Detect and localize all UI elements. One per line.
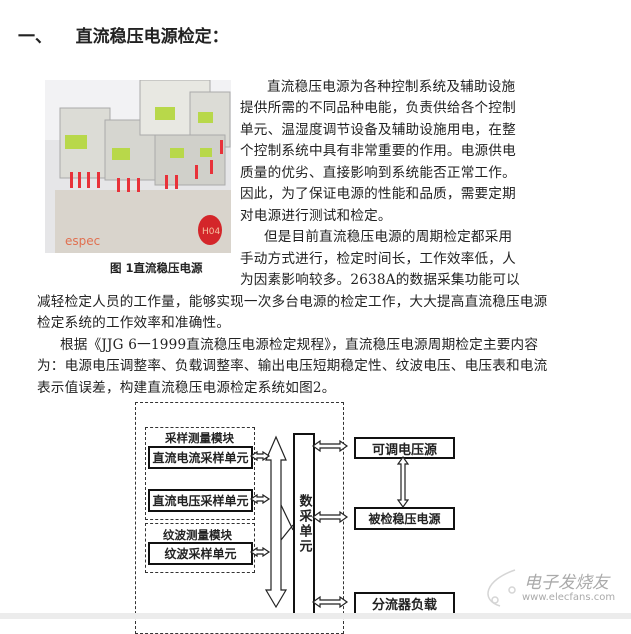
- paragraph-1-line: 提供所需的不同品种电能，负责供给各个控制: [240, 100, 516, 116]
- ripple-module-boundary: [145, 523, 255, 573]
- diagram-arrows: [249, 435, 516, 609]
- ripple-sampling-unit: 纹波采样单元: [148, 542, 253, 565]
- paragraph-3-line: 为：电源电压调整率、负载调整率、输出电压短期稳定性、纹波电压、电压表和电流: [37, 358, 548, 374]
- double-arrow: [396, 455, 410, 509]
- paragraph-2-line: 但是目前直流稳压电源的周期检定都采用: [264, 229, 513, 245]
- double-arrow: [249, 546, 271, 558]
- sampling-module-boundary: [145, 427, 255, 520]
- ripple-module-label: 纹波测量模块: [163, 528, 232, 542]
- paragraph-2-line: 手动方式进行，检定时间长，工作效率低，人: [240, 251, 516, 267]
- sampling-module-label: 采样测量模块: [165, 431, 234, 445]
- dc-voltage-sampling-unit: 直流电压采样单元: [148, 489, 253, 512]
- bus-arrow: [264, 435, 288, 609]
- double-arrow: [249, 450, 271, 462]
- paragraph-1-line: 个控制系统中具有非常重要的作用。电源供电: [240, 143, 516, 159]
- paragraph-2-line: 检定系统的工作效率和准确性。: [37, 315, 231, 331]
- double-arrow: [311, 510, 349, 524]
- paragraph-1-line: 因此，为了保证电源的性能和品质，需要定期: [240, 186, 516, 202]
- paragraph-1-line: 对电源进行测试和检定。: [240, 208, 392, 224]
- daq-unit: 数采单元: [293, 433, 315, 615]
- dut-regulated-supply: 被检稳压电源: [354, 507, 455, 530]
- brand-text: espec: [65, 234, 100, 248]
- paragraph-3-line: 根据《JJG 6一1999直流稳压电源检定规程》，直流稳压电源周期检定主要内容: [60, 337, 539, 353]
- paragraph-1-line: 质量的优劣、直接影响到系统能否正常工作。: [240, 165, 516, 181]
- watermark-url: www.elecfans.com: [522, 592, 616, 603]
- double-arrow: [311, 595, 349, 609]
- paragraph-2-line: 减轻检定人员的工作量，能够实现一次多台电源的检定工作，大大提高直流稳压电源: [37, 294, 548, 310]
- dc-current-sampling-unit: 直流电流采样单元: [148, 446, 253, 469]
- double-arrow: [311, 439, 349, 453]
- double-arrow: [249, 493, 271, 505]
- system-diagram: 采样测量模块 直流电流采样单元 直流电压采样单元 纹波测量模块 纹波采样单元 数…: [135, 402, 616, 634]
- watermark-logo-icon: [487, 569, 516, 607]
- bottom-bar: [0, 613, 631, 619]
- paragraph-1-line: 直流稳压电源为各种控制系统及辅助设施: [267, 79, 516, 95]
- paragraph-1-line: 单元、温湿度调节设备及辅助设施用电，在整: [240, 122, 516, 138]
- adjustable-voltage-source: 可调电压源: [354, 437, 455, 459]
- unit-label-text: H04: [202, 227, 220, 237]
- watermark-name: 电子发烧友: [524, 573, 609, 593]
- paragraph-2-line: 为因素影响较多。2638A的数据采集功能可以: [240, 272, 520, 288]
- paragraph-3-line: 表示值误差，构建直流稳压电源检定系统如图2。: [37, 380, 336, 396]
- figure-1-caption: 图 1直流稳压电源: [110, 261, 203, 275]
- section-heading: 一、 直流稳压电源检定：: [18, 27, 229, 47]
- figure-1-photo: espec H04: [45, 79, 231, 253]
